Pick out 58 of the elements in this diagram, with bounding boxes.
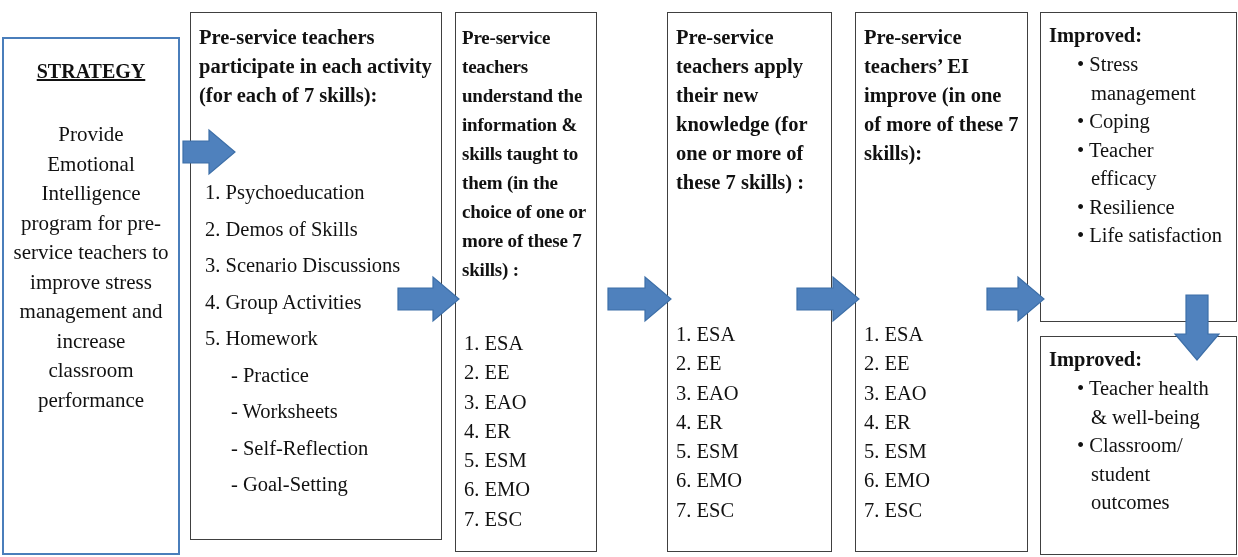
- list-item: 6. EMO: [864, 468, 932, 494]
- list-item: • Coping: [1076, 109, 1151, 135]
- list-item: - Self-Reflection: [231, 435, 370, 461]
- list-item: 4. ER: [464, 418, 512, 444]
- body-text: Provide Emotional Intelligence program for pre-service teachers to improve stress management and increase classroom performance: [12, 121, 170, 414]
- list-item: 2. EE: [864, 351, 911, 377]
- list-item: - Goal-Setting: [231, 472, 349, 498]
- list-item: 4. Group Activities: [205, 289, 363, 316]
- heading: STRATEGY: [36, 59, 146, 84]
- list-item: 6. EMO: [464, 477, 532, 503]
- block-arrow: [986, 275, 1045, 323]
- list-item: • Resilience: [1076, 194, 1176, 220]
- list-item: - Worksheets: [231, 399, 339, 424]
- process-box: [190, 12, 442, 540]
- list-item: 3. EAO: [464, 389, 528, 415]
- process-box: [855, 12, 1028, 552]
- list-item: • Teacher health & well-being: [1076, 376, 1210, 431]
- list-item: 2. EE: [464, 360, 511, 386]
- list-item: 7. ESC: [464, 506, 524, 532]
- list-item: - Practice: [231, 362, 310, 388]
- list-item: • Stress management: [1076, 52, 1197, 107]
- list-item: 3. EAO: [676, 380, 740, 406]
- list-item: 1. ESA: [864, 322, 925, 347]
- list-item: 1. ESA: [676, 322, 737, 347]
- heading: Improved:: [1049, 347, 1143, 373]
- block-arrow: [796, 275, 860, 323]
- list-item: 5. Homework: [205, 326, 319, 351]
- process-box: [667, 12, 832, 552]
- heading: Improved:: [1049, 23, 1143, 49]
- list-item: 7. ESC: [676, 497, 736, 523]
- list-item: 2. Demos of Skills: [205, 216, 359, 242]
- process-box: [1040, 336, 1237, 555]
- list-item: 5. ESM: [676, 439, 740, 465]
- list-item: • Classroom/ student outcomes: [1076, 433, 1184, 515]
- block-arrow: [1173, 294, 1221, 361]
- list-item: 7. ESC: [864, 497, 924, 523]
- block-arrow: [397, 275, 460, 323]
- list-item: 4. ER: [676, 409, 724, 435]
- list-item: 3. Scenario Discussions: [205, 253, 402, 278]
- list-item: 5. ESM: [464, 448, 528, 474]
- list-item: • Life satisfaction: [1076, 223, 1223, 248]
- list-item: 1. Psychoeducation: [205, 180, 366, 206]
- block-arrow: [182, 128, 236, 176]
- block-arrow: [607, 275, 672, 323]
- heading: Pre-service teachers’ EI improve (in one of more of these 7 skills):: [864, 25, 1019, 167]
- list-item: 3. EAO: [864, 380, 928, 406]
- list-item: 1. ESA: [464, 331, 525, 356]
- process-box: [1040, 12, 1237, 322]
- list-item: 6. EMO: [676, 468, 744, 494]
- heading: Pre-service teachers understand the information & skills taught to them (in the choice of one or more of these 7 skills) :: [462, 26, 587, 282]
- list-item: 4. ER: [864, 409, 912, 435]
- list-item: • Teacher efficacy: [1076, 137, 1158, 192]
- heading: Pre-service teachers participate in each activity (for each of 7 skills):: [199, 25, 433, 109]
- process-box: [455, 12, 597, 552]
- heading: Pre-service teachers apply their new knowledge (for one or more of these 7 skills) :: [676, 25, 809, 196]
- list-item: 5. ESM: [864, 439, 928, 465]
- strategy-box: [2, 37, 180, 555]
- list-item: 2. EE: [676, 351, 723, 377]
